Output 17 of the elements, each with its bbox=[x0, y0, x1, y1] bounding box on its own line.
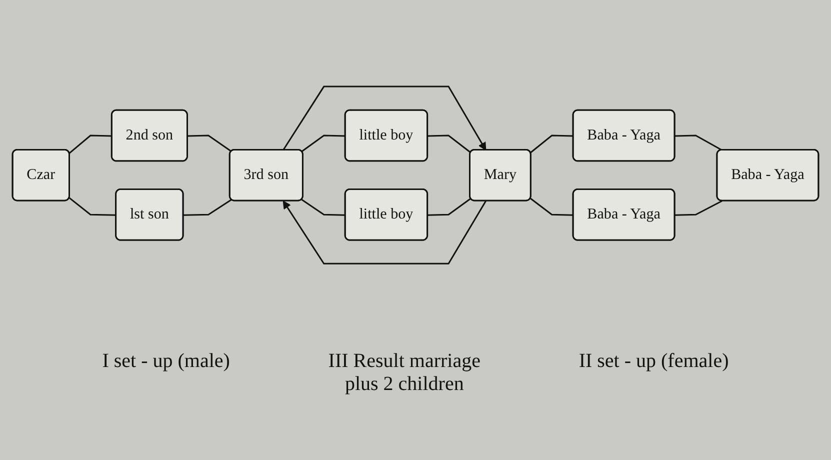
arrow bbox=[282, 200, 486, 264]
connector bbox=[301, 198, 346, 216]
connector bbox=[675, 134, 722, 151]
connector bbox=[530, 134, 574, 154]
connector bbox=[301, 134, 346, 152]
connector bbox=[675, 200, 722, 216]
connector bbox=[428, 198, 472, 216]
group-caption: II set - up (female) bbox=[578, 350, 729, 374]
connector bbox=[530, 198, 574, 216]
connector bbox=[184, 198, 232, 216]
connector bbox=[68, 134, 112, 154]
connector bbox=[68, 197, 116, 216]
connector bbox=[188, 134, 232, 152]
group-caption: III Result marriage plus 2 children bbox=[327, 350, 482, 396]
arrow bbox=[282, 86, 486, 150]
group-caption: I set - up (male) bbox=[102, 350, 230, 374]
connector bbox=[428, 134, 472, 154]
